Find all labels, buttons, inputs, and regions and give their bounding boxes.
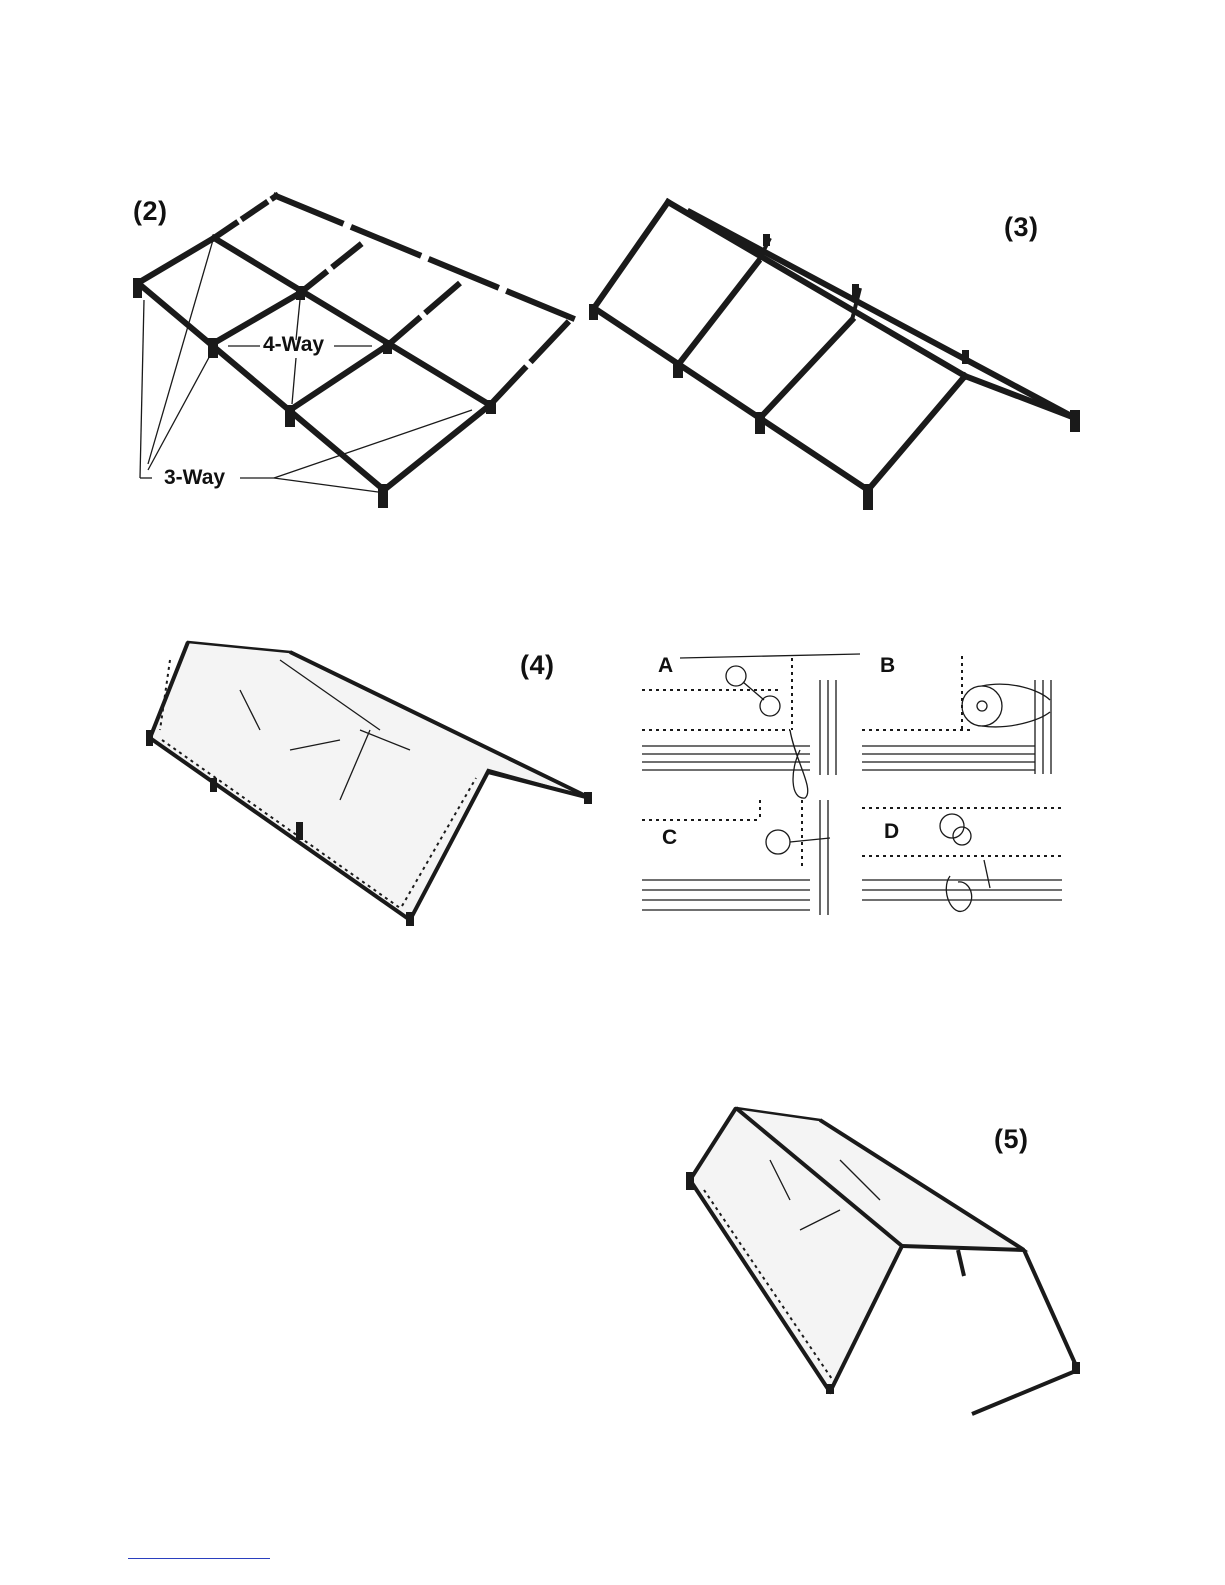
detail-d-label: D	[884, 820, 899, 844]
figure-2-drawing	[0, 0, 600, 540]
detail-a-label: A	[658, 654, 673, 678]
four-way-callout: 4-Way	[263, 333, 324, 357]
figure-3-assembled-frame: (3)	[580, 180, 1100, 520]
figure-5-drawing	[680, 1100, 1100, 1430]
detail-c-label: C	[662, 826, 677, 850]
figure-3-drawing	[580, 180, 1100, 520]
figure-4-cover-placed: (4)	[140, 630, 600, 930]
tie-details-drawing	[640, 650, 1065, 920]
figure-2-frame-connectors: (2) 4-Way 3-Way	[0, 0, 600, 540]
detail-b-label: B	[880, 654, 895, 678]
figure-4-drawing	[140, 630, 600, 930]
figure-5-cover-secured: (5)	[680, 1100, 1100, 1430]
footer-link-underline[interactable]	[128, 1558, 270, 1559]
three-way-callout: 3-Way	[164, 466, 225, 490]
figure-4-tie-details: A B C D	[640, 650, 1065, 920]
